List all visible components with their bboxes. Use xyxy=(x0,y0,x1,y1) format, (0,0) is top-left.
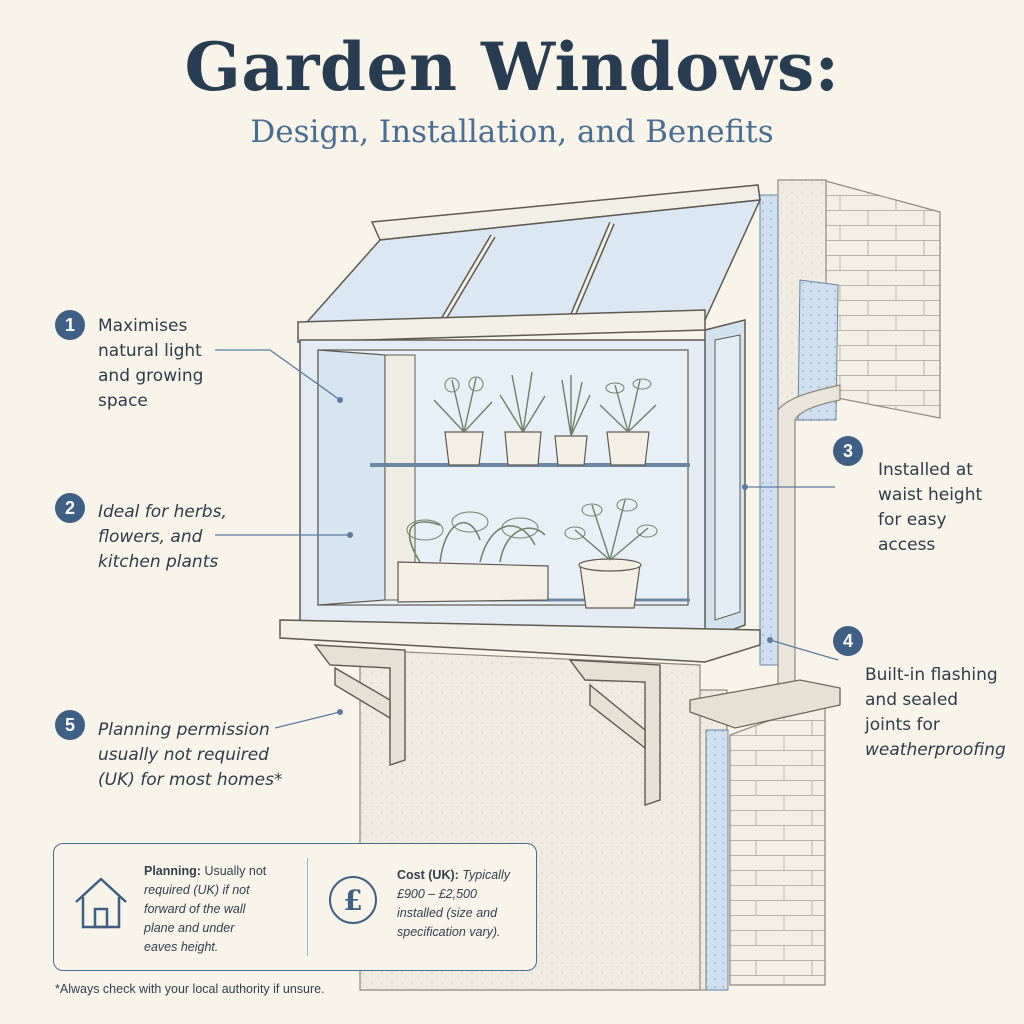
external-sill xyxy=(689,679,841,729)
callout-text-5: Planning permission usually not required… xyxy=(98,720,283,790)
leader-dots xyxy=(337,397,773,715)
support-bracket-right xyxy=(568,659,661,806)
planter-trough xyxy=(397,511,549,603)
callout-badge-3: 3 xyxy=(833,436,863,466)
brick-wall-lower xyxy=(729,699,826,986)
cost-info: Cost (UK): Typically £900 – £2,500 insta… xyxy=(397,868,510,939)
info-box: Planning: Usually not required (UK) if n… xyxy=(53,843,537,971)
footnote: *Always check with your local authority … xyxy=(55,982,325,996)
page-subtitle: Design, Installation, and Benefits xyxy=(250,114,774,150)
herb-pot-2 xyxy=(499,371,546,466)
planning-info: Planning: Usually not required (UK) if n… xyxy=(144,864,267,954)
leader-lines xyxy=(215,349,839,729)
herb-pot-3 xyxy=(554,375,591,466)
callout-text-4: Built-in flashing and sealed joints for … xyxy=(865,665,1006,760)
callout-text-3: Installed at waist height for easy acces… xyxy=(878,460,983,555)
callout-text-2: Ideal for herbs, flowers, and kitchen pl… xyxy=(98,502,227,572)
flower-pot xyxy=(564,498,658,609)
pound-icon: £ xyxy=(329,876,377,924)
herb-pot-1 xyxy=(433,376,493,466)
callout-badge-5: 5 xyxy=(55,710,85,740)
callout-badge-1: 1 xyxy=(55,310,85,340)
herb-pot-4 xyxy=(599,378,657,466)
callout-badge-2: 2 xyxy=(55,493,85,523)
window-frame xyxy=(279,319,761,663)
cost-label: Cost (UK): xyxy=(397,868,459,882)
callout-badge-4: 4 xyxy=(833,626,863,656)
callout-text-1: Maximises natural light and growing spac… xyxy=(98,316,204,411)
info-divider xyxy=(307,858,308,956)
planning-label: Planning: xyxy=(144,864,201,878)
page-title: Garden Windows: xyxy=(184,28,840,106)
house-icon xyxy=(75,877,127,929)
support-bracket-left xyxy=(313,644,406,766)
window-roof xyxy=(297,184,762,343)
brick-wall-upper xyxy=(821,179,941,419)
